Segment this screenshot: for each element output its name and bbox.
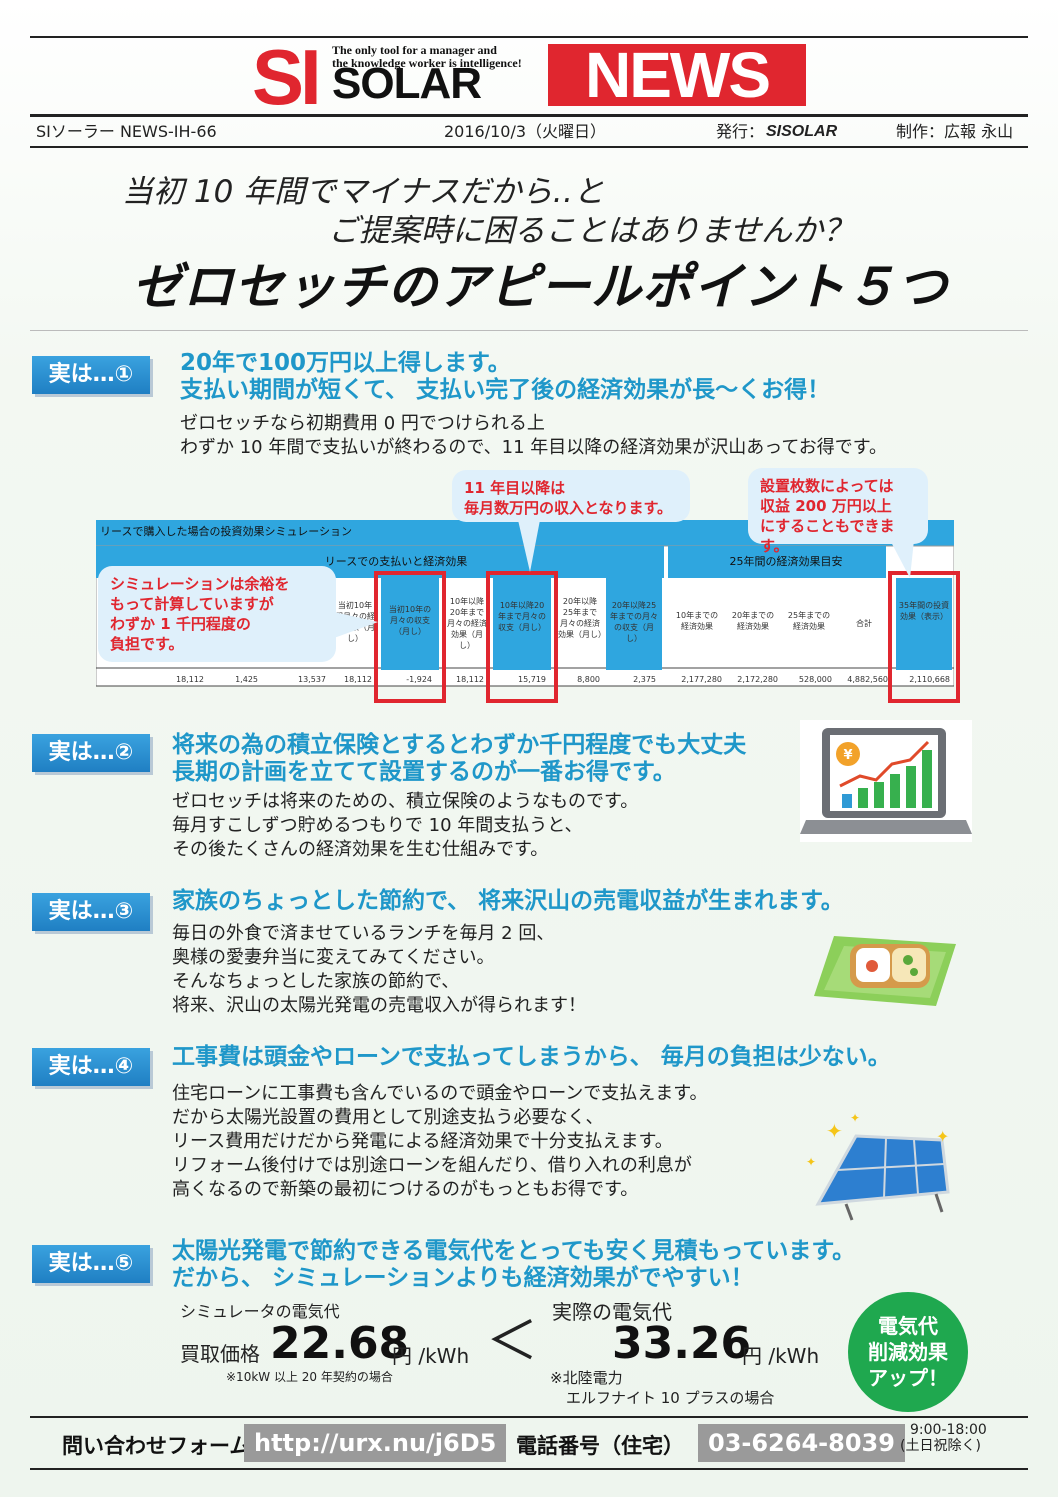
section-5-heading: 太陽光発電で節約できる電気代をとっても安く見積もっています。 だから、 シミュレ… bbox=[172, 1238, 856, 1291]
footer-rule-top bbox=[30, 1416, 1028, 1418]
lunch-box-icon bbox=[814, 936, 956, 1006]
section-3-heading: 家族のちょっとした節約で、 将来沢山の売電収益が生まれます。 bbox=[172, 888, 844, 914]
production-credit: 制作：広報 永山 bbox=[896, 122, 1014, 141]
section-2-heading: 将来の為の積立保険とするとわずか千円程度でも大丈夫 長期の計画を立てて設置するの… bbox=[172, 732, 747, 785]
masthead-tagline: The only tool for a manager and the know… bbox=[332, 43, 522, 70]
highlight-column-4 bbox=[896, 578, 952, 670]
footer-rule-bottom bbox=[30, 1468, 1028, 1470]
table-value: 18,112 bbox=[344, 675, 372, 684]
section-2-badge: 実は…② bbox=[32, 734, 150, 772]
page-title: ゼロセッチのアピールポイント５つ bbox=[132, 258, 948, 316]
highlight-column-2 bbox=[493, 578, 551, 670]
callout-pointer-b bbox=[890, 540, 914, 578]
section-3-body: 毎日の外食で済ませているランチを毎月 2 回、 奥様の愛妻弁当に変えてみてくださ… bbox=[172, 923, 586, 1016]
table-header-5: 20年以降25年まで月々の経済効果（月し） bbox=[558, 597, 606, 639]
table-header-8: 20年までの経済効果 bbox=[731, 611, 775, 631]
actual-price-note-1: ※北陸電力 bbox=[550, 1369, 623, 1387]
laptop-chart-icon: ¥ bbox=[800, 720, 972, 842]
table-value: 2,172,280 bbox=[737, 675, 778, 684]
top-rule bbox=[30, 36, 1028, 38]
actual-price-note-2: エルフナイト 10 プラスの場合 bbox=[566, 1389, 775, 1407]
solar-panel-icon: ✦ ✦ ✦ ✦ bbox=[806, 1111, 950, 1221]
highlight-box-1 bbox=[374, 571, 446, 703]
table-value: -1,924 bbox=[406, 675, 432, 684]
table-value: 18,112 bbox=[176, 675, 204, 684]
table-header-7: 10年までの経済効果 bbox=[675, 611, 719, 631]
highlight-box-2 bbox=[486, 571, 558, 703]
table-value: 528,000 bbox=[798, 675, 832, 684]
masthead-solar: SOLAR bbox=[332, 59, 482, 108]
table-group-1: リースでの支払いと経済効果 bbox=[324, 555, 468, 568]
table-title: リースで購入した場合の投資効果シミュレーション bbox=[100, 525, 353, 538]
headline-line-1: 当初 10 年間でマイナスだから‥と bbox=[122, 174, 605, 210]
masthead-si: SI bbox=[252, 33, 322, 121]
section-1-body: ゼロセッチなら初期費用 0 円でつけられる上 わずか 10 年間で支払いが終わる… bbox=[180, 413, 888, 458]
svg-text:✦: ✦ bbox=[806, 1155, 816, 1169]
phone-label: 電話番号（住宅） bbox=[516, 1434, 684, 1458]
business-hours: 9:00-18:00 bbox=[910, 1422, 987, 1438]
table-header-11: 35年間の投資効果（表示） bbox=[898, 601, 950, 621]
callout-income-200: 設置枚数によっては 収益 200 万円以上 にすることもできます。 bbox=[748, 468, 928, 555]
simulator-price-title: シミュレータの電気代 bbox=[180, 1302, 340, 1321]
section-1-badge: 実は…① bbox=[32, 356, 150, 394]
highlight-column-1 bbox=[381, 578, 439, 670]
table-value: 18,112 bbox=[456, 675, 484, 684]
purchase-price-label: 買取価格 bbox=[180, 1342, 260, 1366]
section-3-badge: 実は…③ bbox=[32, 893, 150, 931]
svg-text:✦: ✦ bbox=[850, 1111, 860, 1125]
svg-text:✦: ✦ bbox=[936, 1127, 949, 1146]
info-rule-top bbox=[30, 114, 1028, 117]
comparison-symbol: ＜ bbox=[486, 1312, 539, 1372]
table-value: 15,719 bbox=[518, 675, 546, 684]
title-divider bbox=[30, 330, 1028, 331]
actual-price-value: 33.26 bbox=[612, 1318, 752, 1369]
callout-pointer-c bbox=[334, 612, 378, 638]
table-header-9: 25年までの経済効果 bbox=[787, 611, 831, 631]
contact-form-label: 問い合わせフォーム bbox=[62, 1434, 251, 1458]
callout-pointer-a bbox=[518, 520, 540, 572]
svg-text:¥: ¥ bbox=[843, 748, 852, 763]
callout-after-11-years: 11 年目以降は 毎月数万円の収入となります。 bbox=[452, 470, 690, 522]
phone-number[interactable]: 03-6264-8039 bbox=[698, 1424, 905, 1462]
table-header-6: 20年以降25年までの月々の収支（月し） bbox=[610, 601, 658, 643]
table-header-2: 当初10年の月々の収支（月し） bbox=[388, 605, 432, 636]
table-header-3: 10年以降20年まで月々の経済効果（月し） bbox=[447, 597, 487, 650]
section-2-body: ゼロセッチは将来のための、積立保険のようなものです。 毎月すこしずつ貯めるつもり… bbox=[172, 791, 639, 860]
table-value: 13,537 bbox=[298, 675, 326, 684]
svg-text:✦: ✦ bbox=[826, 1119, 843, 1143]
simulator-price-value: 22.68 bbox=[270, 1318, 410, 1369]
section-4-badge: 実は…④ bbox=[32, 1048, 150, 1086]
table-group-2: 25年間の経済効果目安 bbox=[729, 555, 843, 568]
table-header-10: 合計 bbox=[856, 619, 872, 628]
table-value: 8,800 bbox=[577, 675, 600, 684]
info-rule-bottom bbox=[30, 146, 1028, 148]
actual-price-title: 実際の電気代 bbox=[552, 1300, 672, 1324]
savings-badge: 電気代 削減効果 アップ！ bbox=[848, 1292, 968, 1412]
highlight-box-3 bbox=[888, 571, 960, 703]
table-header-4: 10年以降20年まで月々の収支（月し） bbox=[498, 601, 546, 632]
section-4-body: 住宅ローンに工事費も含んでいるので頭金やローンで支払えます。 だから太陽光設置の… bbox=[172, 1083, 708, 1200]
table-value: 2,375 bbox=[633, 675, 656, 684]
section-1-heading: 20年で100万円以上得します。 支払い期間が短くて、 支払い完了後の経済効果が… bbox=[180, 350, 831, 403]
table-value: 1,425 bbox=[235, 675, 258, 684]
table-value: 2,110,668 bbox=[909, 675, 950, 684]
actual-price-unit: 円 /kWh bbox=[742, 1344, 820, 1368]
issue-number: SIソーラー NEWS-IH-66 bbox=[36, 122, 217, 141]
highlight-column-3 bbox=[606, 578, 662, 670]
issue-date: 2016/10/3（火曜日） bbox=[444, 122, 607, 141]
contact-form-url[interactable]: http://urx.nu/j6D5 bbox=[244, 1424, 507, 1462]
table-value: 2,177,280 bbox=[681, 675, 722, 684]
publisher-label: 発行： bbox=[716, 122, 765, 141]
callout-simulation-margin: シミュレーションは余裕を もって計算していますが わずか 1 千円程度の 負担で… bbox=[98, 566, 336, 662]
masthead-news: NEWS bbox=[548, 43, 806, 107]
section-5-badge: 実は…⑤ bbox=[32, 1245, 150, 1283]
simulator-price-unit: 円 /kWh bbox=[392, 1344, 470, 1368]
table-value: 4,882,560 bbox=[847, 675, 888, 684]
section-4-heading: 工事費は頭金やローンで支払ってしまうから、 毎月の負担は少ない。 bbox=[172, 1044, 891, 1070]
headline-line-2: ご提案時に困ることはありませんか？ bbox=[328, 213, 855, 249]
publisher-logo: SISOLAR bbox=[766, 123, 838, 140]
simulator-price-note: ※10kW 以上 20 年契約の場合 bbox=[226, 1370, 393, 1384]
business-hours-note: (土日祝除く) bbox=[900, 1438, 981, 1454]
